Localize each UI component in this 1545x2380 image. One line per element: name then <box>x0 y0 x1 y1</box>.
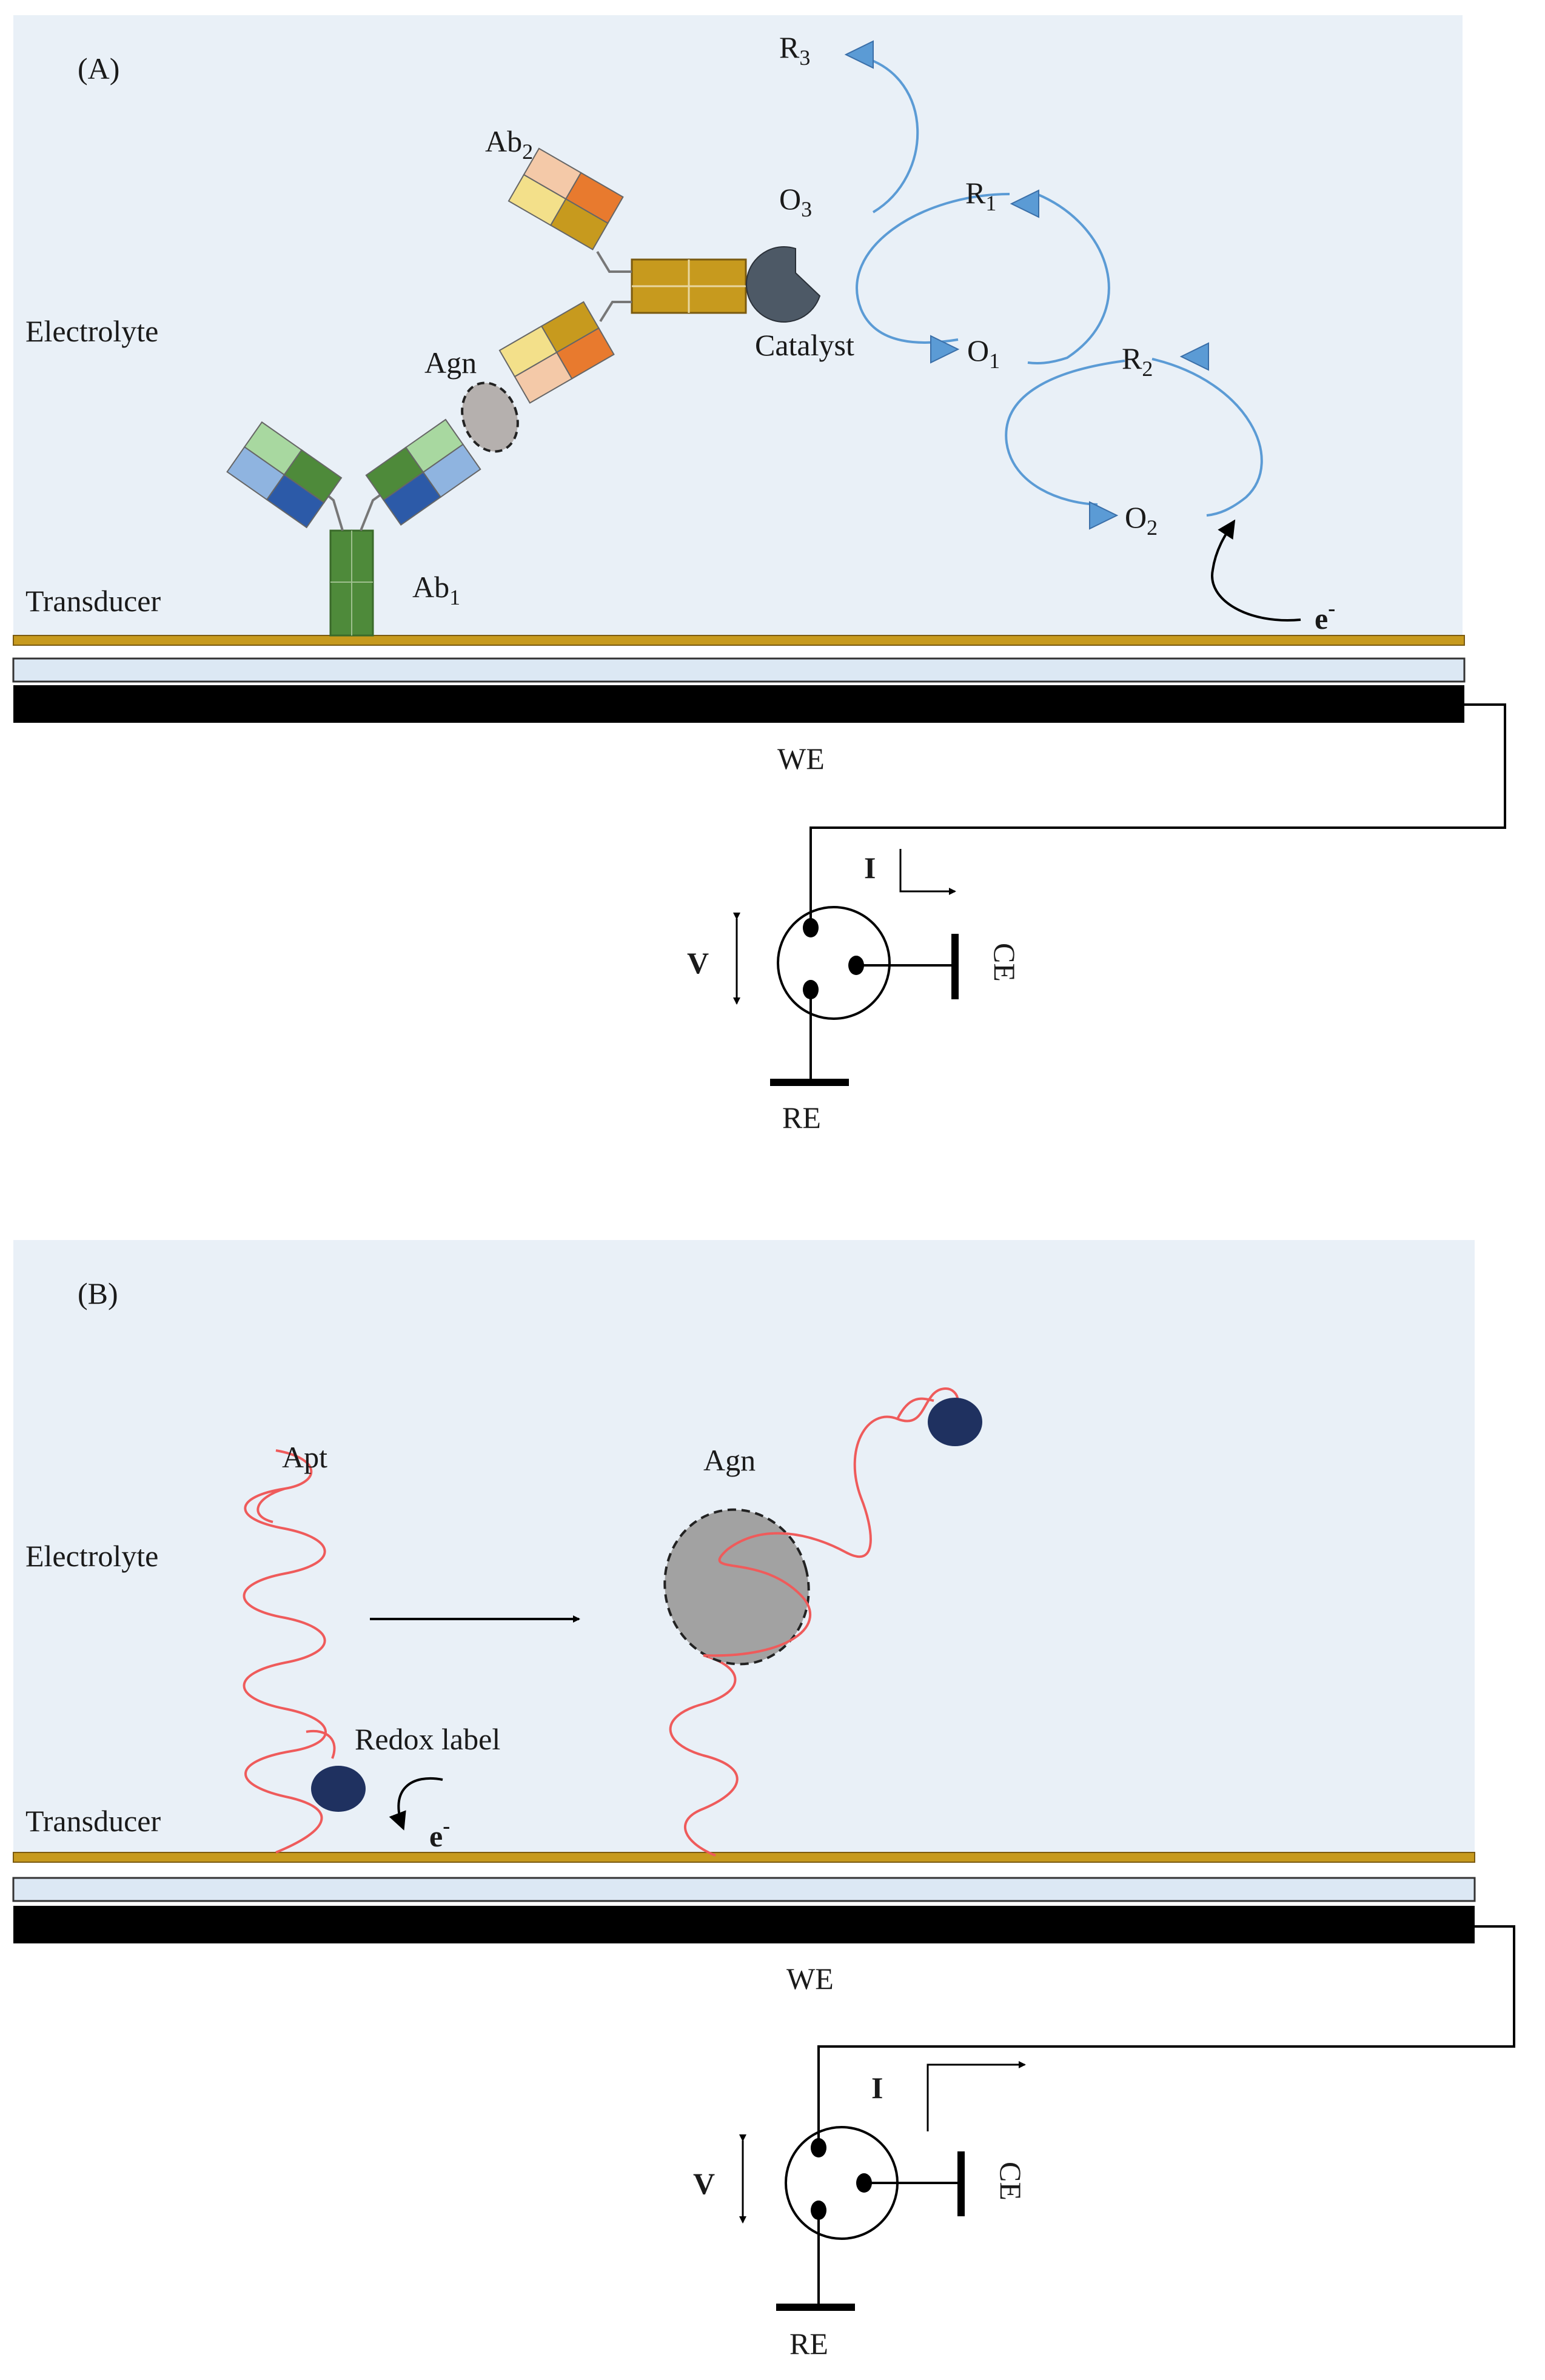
ab1-label: Ab1 <box>412 570 460 609</box>
folded-aptamer-strand <box>243 1449 336 1854</box>
o2-label: O2 <box>1125 500 1158 540</box>
redox-triangle-markers <box>844 40 1209 530</box>
panel-a-tag: (A) <box>78 52 119 85</box>
panel-a-voltage-label: V <box>687 946 709 980</box>
panel-a: (A) Electrolyte Transducer WE <box>12 15 1506 1135</box>
o3-label: O3 <box>779 182 812 221</box>
panel-a-electrolyte-region <box>13 15 1463 637</box>
r3-label: R3 <box>779 30 810 70</box>
r2-label: R2 <box>1122 341 1153 381</box>
panel-a-substrate-layer <box>12 657 1466 683</box>
panel-b-potentiostat-circuit <box>739 1925 1515 2311</box>
panel-a-antigen <box>461 381 519 453</box>
panel-b-we-label: WE <box>786 1962 834 1996</box>
panel-a-we-label: WE <box>777 742 825 776</box>
panel-b-working-electrode <box>13 1906 1475 1943</box>
r1-label: R1 <box>965 176 996 215</box>
detection-antibody-ab2 <box>498 147 766 404</box>
panel-b-electron-label: e- <box>429 1814 450 1853</box>
panel-a-transducer-label: Transducer <box>25 584 161 618</box>
panel-a-agn-label: Agn <box>424 346 477 380</box>
panel-b-current-label: I <box>871 2071 883 2105</box>
panel-b: (B) Electrolyte Transducer WE Apt Redox … <box>12 1240 1515 2361</box>
panel-a-working-electrode <box>13 685 1464 723</box>
panel-b-substrate-layer <box>12 1877 1476 1902</box>
panel-a-re-label: RE <box>782 1101 821 1135</box>
panel-b-apt-label: Apt <box>282 1440 327 1474</box>
panel-b-tag: (B) <box>78 1276 118 1310</box>
redox-cycle-arcs <box>856 56 1263 517</box>
panel-a-potentiostat-circuit <box>733 703 1506 1086</box>
panel-a-electrolyte-label: Electrolyte <box>25 314 158 348</box>
panel-a-current-label: I <box>864 851 876 885</box>
panel-b-ce-label: CE <box>994 2162 1028 2201</box>
panel-b-electron-transfer-arrow <box>389 1777 443 1831</box>
ab2-label: Ab2 <box>485 124 533 164</box>
panel-b-agn-label: Agn <box>703 1443 756 1477</box>
panel-a-potentiostat-symbol <box>777 906 891 1020</box>
bound-aptamer-strand-upper <box>703 1387 959 1657</box>
capture-antibody-ab1 <box>226 418 481 637</box>
panel-a-electron-transfer-arrow <box>1211 519 1301 622</box>
o1-label: O1 <box>967 334 1000 373</box>
panel-b-redox-label-marker <box>311 1766 366 1812</box>
panel-b-voltage-label: V <box>693 2167 715 2201</box>
panel-a-electron-label: e- <box>1315 596 1335 635</box>
panel-b-re-label: RE <box>789 2327 828 2361</box>
panel-b-transducer-layer <box>13 1852 1475 1863</box>
bound-aptamer-strand-lower <box>669 1654 739 1857</box>
panel-b-transducer-label: Transducer <box>25 1804 161 1838</box>
catalyst-pacman-icon <box>745 246 821 323</box>
catalyst-label: Catalyst <box>755 328 854 362</box>
panel-b-antigen <box>663 1508 810 1666</box>
panel-a-ce-label: CE <box>988 943 1022 982</box>
panel-b-redox-label-displaced <box>928 1398 982 1446</box>
panel-b-electrolyte-label: Electrolyte <box>25 1539 158 1573</box>
panel-b-redox-label-text: Redox label <box>355 1722 500 1756</box>
panel-a-transducer-layer <box>13 635 1465 646</box>
